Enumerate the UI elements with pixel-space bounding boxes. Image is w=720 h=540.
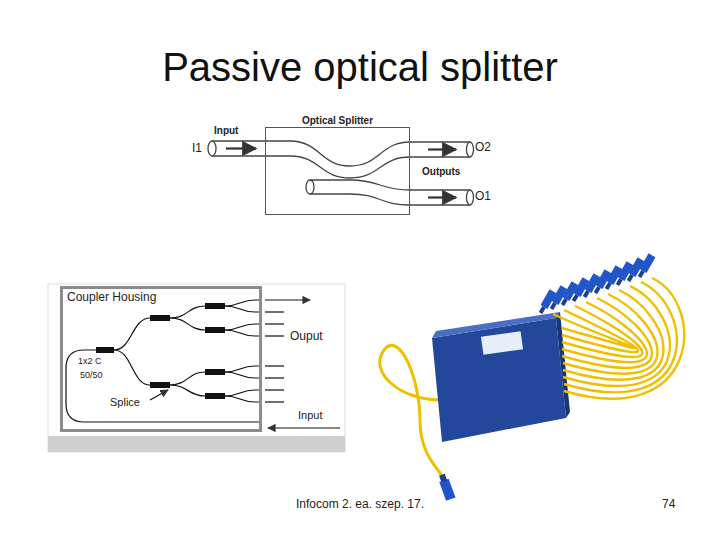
port-label: Ouput bbox=[290, 330, 323, 344]
port-name: O1 bbox=[475, 190, 491, 204]
slide-title: Passive optical splitter bbox=[162, 44, 558, 90]
box-heading: Optical Splitter bbox=[302, 115, 373, 127]
fiber-drawing bbox=[208, 141, 474, 205]
splitter-box: Optical Splitter bbox=[265, 127, 410, 215]
port-label: Input bbox=[298, 409, 322, 422]
port-label: Input bbox=[214, 125, 238, 137]
picture-strip bbox=[48, 436, 345, 452]
box-heading: Coupler Housing bbox=[67, 291, 156, 305]
coupler-ratio: 50/50 bbox=[80, 370, 103, 380]
port-label: Outputs bbox=[422, 166, 460, 178]
coupler-label: 1x2 C bbox=[78, 356, 102, 366]
picture-frame bbox=[48, 284, 345, 452]
splice-label: Splice bbox=[110, 396, 140, 409]
port-name: I1 bbox=[192, 142, 202, 156]
splitter-photo bbox=[380, 253, 684, 501]
port-name: O2 bbox=[475, 141, 491, 155]
coupler-symbols bbox=[96, 303, 225, 399]
coupler-tree bbox=[66, 300, 340, 428]
footer-text: Infocom 2. ea. szep. 17. bbox=[296, 498, 424, 512]
page-number: 74 bbox=[662, 498, 675, 512]
